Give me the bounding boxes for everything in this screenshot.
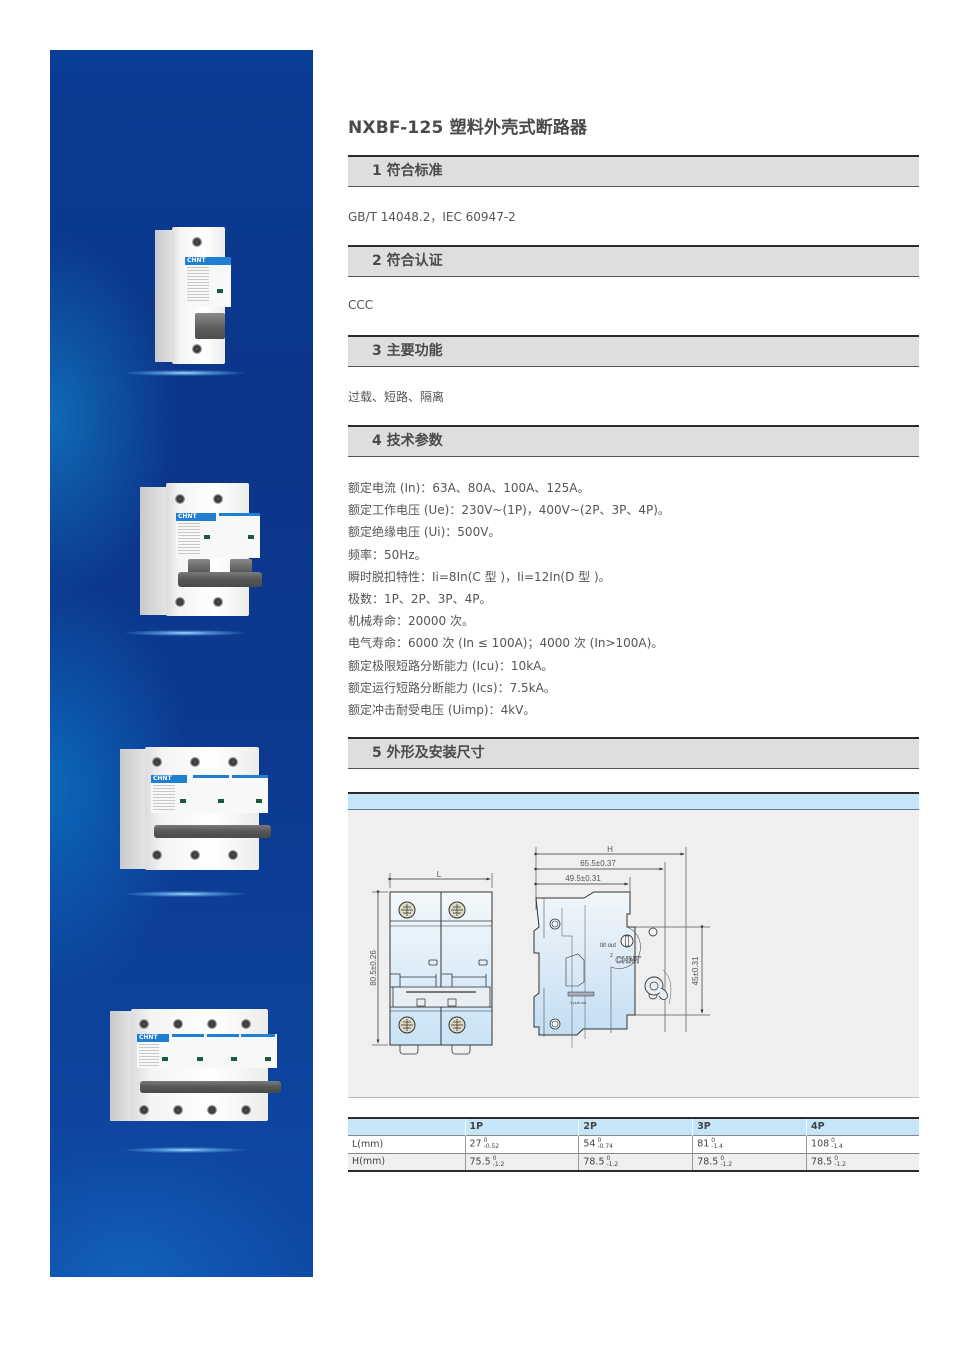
brand-label: CHNT: [137, 1034, 169, 1042]
screw-icon: [207, 1105, 217, 1115]
svg-text:tilt out: tilt out: [600, 943, 616, 949]
table-header-cell: 1P: [464, 1118, 579, 1135]
breaker-1p-image: CHNT: [155, 227, 235, 367]
screw-icon: [173, 1019, 183, 1029]
spec-item: 机械寿命：20000 次。: [348, 614, 474, 629]
table-header-cell: 3P: [692, 1118, 807, 1135]
section-heading-tech-params: 4 技术参数: [348, 425, 919, 457]
drawing-header-bar: [348, 792, 919, 810]
spec-item: 频率：50Hz。: [348, 547, 427, 562]
glow-decoration: [125, 1147, 245, 1153]
svg-text:1 pull out: 1 pull out: [570, 1000, 587, 1005]
screw-icon: [173, 1105, 183, 1115]
screw-icon: [207, 1019, 217, 1029]
svg-text:H: H: [607, 845, 613, 854]
screw-icon: [241, 1105, 251, 1115]
section-heading-certification: 2 符合认证: [348, 245, 919, 277]
table-header-cell: [348, 1118, 465, 1135]
row-label: L(mm): [348, 1134, 465, 1153]
spec-item: 极数：1P、2P、3P、4P。: [348, 591, 492, 606]
screw-icon: [152, 757, 162, 767]
table-header-cell: 2P: [578, 1118, 693, 1135]
svg-text:65.5±0.37: 65.5±0.37: [580, 859, 616, 868]
screw-icon: [241, 1019, 251, 1029]
standards-text: GB/T 14048.2，IEC 60947-2: [348, 210, 516, 224]
screw-icon: [228, 850, 238, 860]
screw-icon: [192, 237, 202, 247]
spec-item: 额定电流 (In)：63A、80A、100A、125A。: [348, 481, 590, 495]
screw-icon: [190, 850, 200, 860]
front-view-drawing: L 80.5±0.26: [369, 870, 493, 1055]
spec-item: 额定运行短路分断能力 (Ics)：7.5kA。: [348, 680, 556, 695]
brand-label: CHNT: [185, 257, 231, 265]
glow-decoration: [125, 630, 245, 636]
table-header-cell: 4P: [806, 1118, 919, 1135]
screw-icon: [139, 1019, 149, 1029]
screw-icon: [192, 344, 202, 354]
svg-text:45±0.31: 45±0.31: [691, 956, 700, 985]
screw-icon: [175, 597, 185, 607]
screw-icon: [152, 850, 162, 860]
breaker-handle-bar: [154, 825, 271, 838]
screw-icon: [213, 494, 223, 504]
svg-text:49.5±0.31: 49.5±0.31: [565, 874, 601, 883]
screw-icon: [175, 494, 185, 504]
svg-text:CHNT: CHNT: [616, 955, 641, 965]
product-image-panel: CHNT CHNT CHNT: [50, 50, 313, 1277]
screw-icon: [228, 757, 238, 767]
breaker-3p-image: CHNT: [120, 747, 275, 873]
table-header-row: 1P 2P 3P 4P: [348, 1118, 919, 1135]
section-heading-functions: 3 主要功能: [348, 335, 919, 367]
glow-decoration: [125, 370, 245, 376]
spec-item: 额定冲击耐受电压 (Uimp)：4kV。: [348, 702, 536, 717]
brand-label: CHNT: [176, 513, 216, 521]
functions-text: 过载、短路、隔离: [348, 390, 445, 404]
row-label: H(mm): [348, 1152, 465, 1171]
tech-params-list: 额定电流 (In)：63A、80A、100A、125A。 额定工作电压 (Ue)…: [348, 477, 670, 721]
spec-item: 额定工作电压 (Ue)：230V~(1P)，400V~(2P、3P、4P)。: [348, 503, 670, 518]
breaker-2p-image: CHNT: [140, 483, 265, 619]
side-view-drawing: H 65.5±0.37 49.5±0.31 45±0.31: [533, 845, 710, 1048]
spec-item: 瞬时脱扣特性：Ii=8In(C 型 )，Ii=12In(D 型 )。: [348, 569, 611, 584]
section-heading-standards: 1 符合标准: [348, 155, 919, 187]
glow-decoration: [125, 891, 245, 897]
screw-icon: [190, 757, 200, 767]
spec-item: 额定绝缘电压 (Ui)：500V。: [348, 525, 501, 540]
screw-icon: [139, 1105, 149, 1115]
spec-item: 额定极限短路分断能力 (Icu)：10kA。: [348, 658, 554, 673]
dimension-drawing: L 80.5±0.26: [348, 810, 919, 1098]
certification-text: CCC: [348, 298, 374, 312]
svg-text:L: L: [437, 870, 442, 879]
breaker-handle: [195, 313, 225, 339]
spec-item: 电气寿命：6000 次 (In ≤ 100A)；4000 次 (In>100A)…: [348, 636, 664, 651]
brand-label: CHNT: [151, 775, 187, 783]
svg-text:2: 2: [610, 953, 613, 959]
breaker-4p-image: CHNT: [110, 1009, 285, 1124]
section-heading-dimensions: 5 外形及安装尺寸: [348, 737, 919, 769]
screw-icon: [213, 597, 223, 607]
page-title: NXBF-125 塑料外壳式断路器: [348, 118, 588, 138]
svg-text:80.5±0.26: 80.5±0.26: [369, 950, 378, 986]
breaker-handle-bar: [140, 1081, 281, 1093]
breaker-handle-bar: [178, 572, 262, 587]
